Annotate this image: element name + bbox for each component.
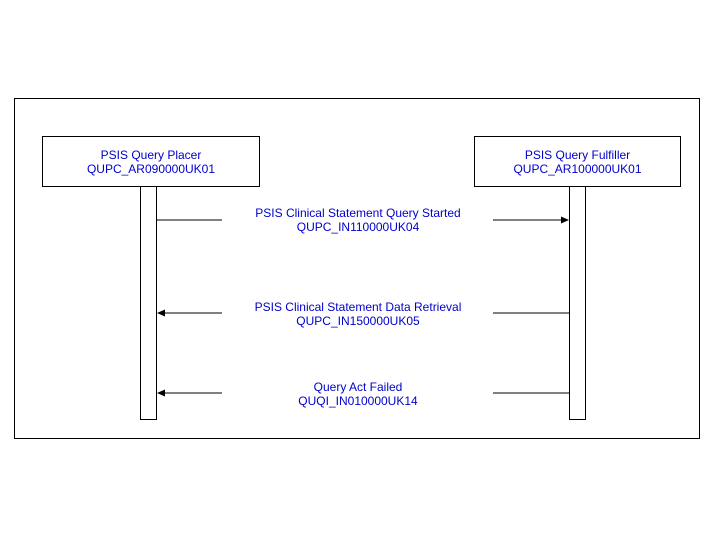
message-label-data-retrieval: PSIS Clinical Statement Data Retrieval Q…: [228, 300, 488, 328]
message-name: Query Act Failed: [313, 380, 403, 394]
message-arrow-query-failed: [157, 389, 569, 397]
actor-fulfiller-id: QUPC_AR100000UK01: [513, 161, 642, 176]
message-name: PSIS Clinical Statement Data Retrieval: [254, 300, 462, 314]
message-name: PSIS Clinical Statement Query Started: [255, 206, 461, 220]
lifeline-fulfiller: [569, 186, 586, 420]
message-label-query-failed: Query Act Failed QUQI_IN010000UK14: [228, 380, 488, 408]
message-arrow-data-retrieval: [157, 309, 569, 317]
message-id: QUQI_IN010000UK14: [298, 394, 418, 408]
actor-placer-name: PSIS Query Placer: [100, 147, 202, 162]
message-id: QUPC_IN110000UK04: [296, 220, 420, 234]
actor-placer-id: QUPC_AR090000UK01: [86, 161, 216, 176]
diagram-frame: [14, 98, 700, 439]
message-label-query-started: PSIS Clinical Statement Query Started QU…: [228, 206, 488, 234]
message-id: QUPC_IN150000UK05: [296, 314, 420, 328]
actor-fulfiller-name: PSIS Query Fulfiller: [524, 147, 631, 162]
message-arrow-query-started: [157, 216, 569, 224]
lifeline-placer: [140, 186, 157, 420]
